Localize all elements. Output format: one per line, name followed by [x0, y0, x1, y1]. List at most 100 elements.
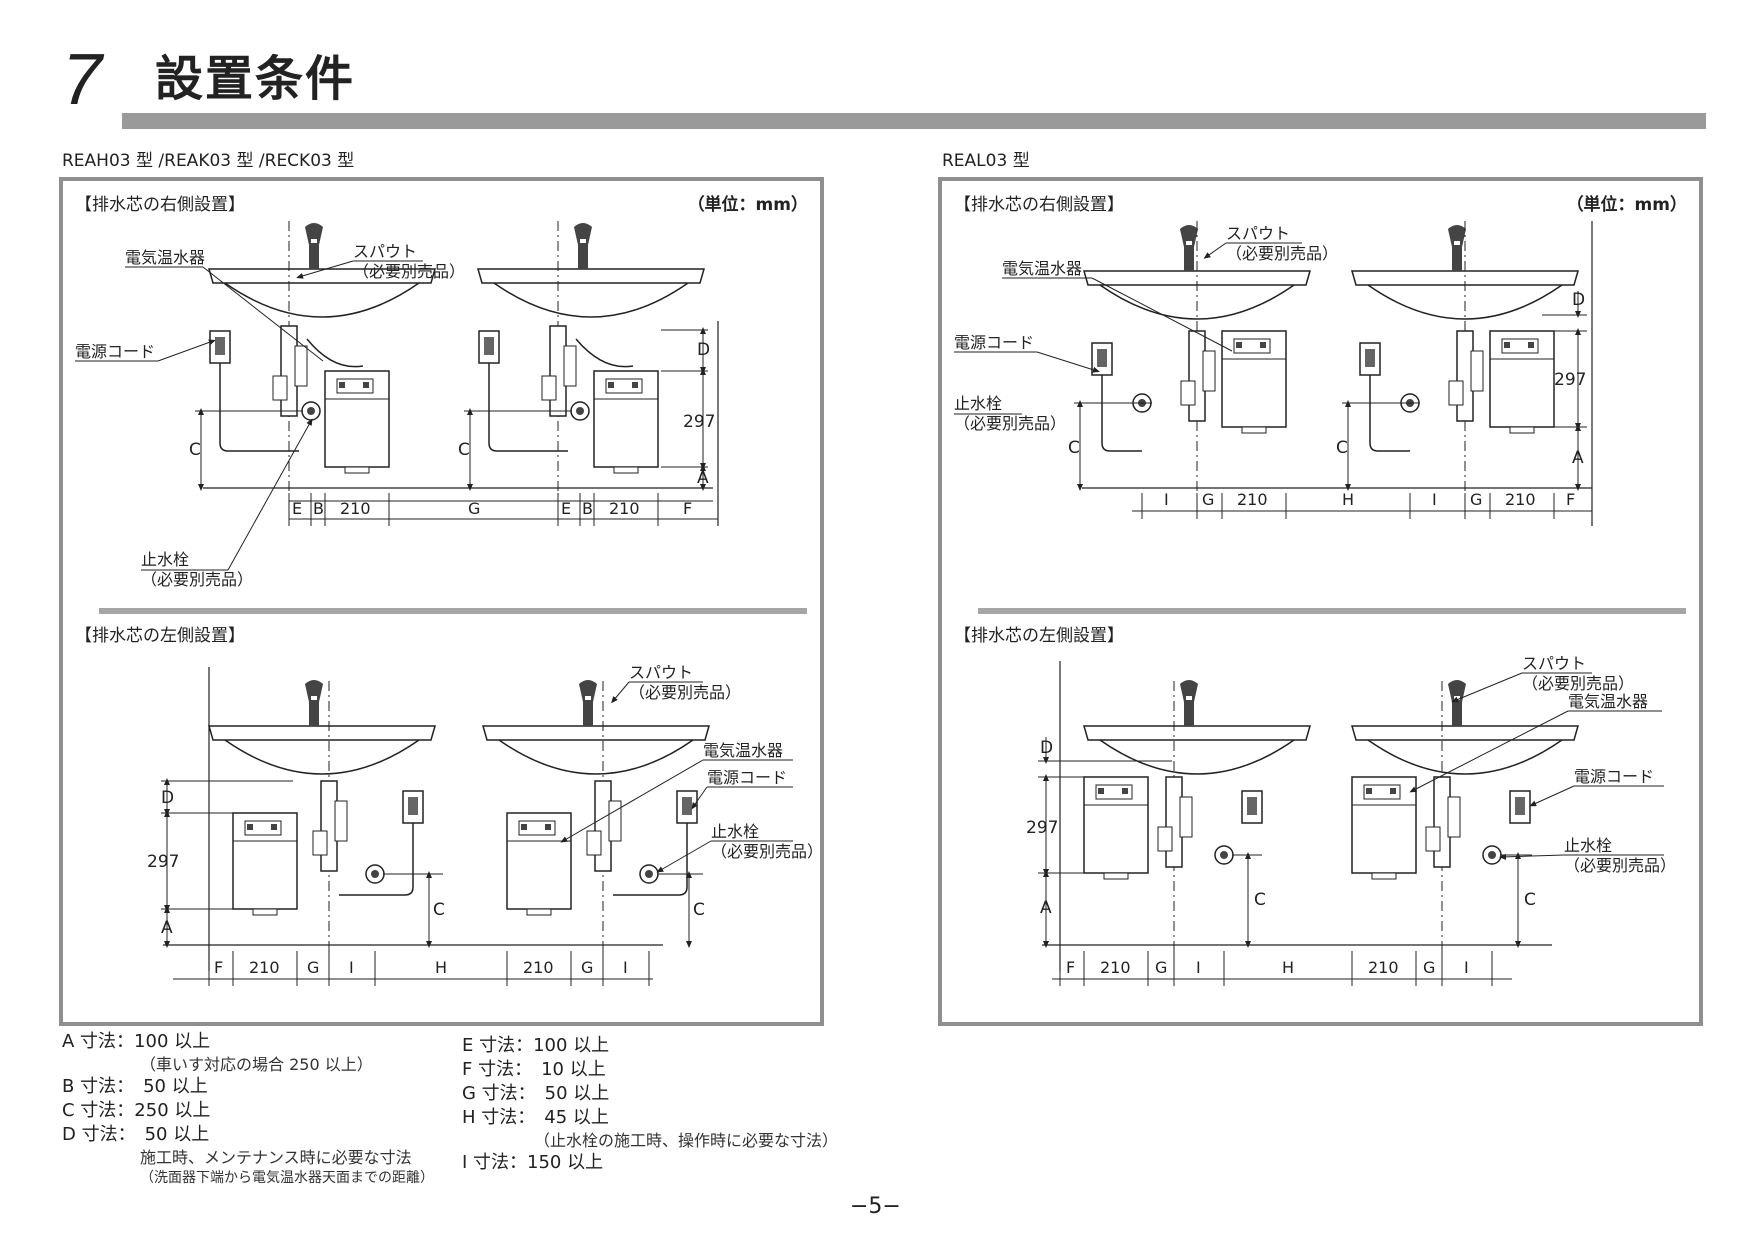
dim-label-D: D: [161, 788, 174, 808]
spec-row-I: I 寸法：150 以上: [462, 1152, 604, 1173]
dim-label-G: G: [1155, 958, 1167, 977]
dim-label-I: I: [1432, 490, 1437, 509]
dim-label-210: 210: [1505, 490, 1536, 509]
callout-stop-valve: 止水栓: [1564, 836, 1612, 855]
dim-label-I: I: [1196, 958, 1201, 977]
dim-label-210: 210: [249, 958, 280, 977]
dim-label-210: 210: [340, 499, 371, 518]
dim-label-C: C: [189, 440, 201, 460]
callout-spout: スパウト: [629, 663, 693, 682]
dim-label-210: 210: [523, 958, 554, 977]
dim-label-F: F: [214, 958, 223, 977]
callout-power-cord: 電源コード: [954, 333, 1034, 352]
dim-label-297: 297: [1554, 370, 1586, 390]
spec-note-D1: 施工時、メンテナンス時に必要な寸法: [140, 1148, 412, 1167]
callout-spout-note: （必要別売品）: [1522, 674, 1634, 693]
spec-note-A: （車いす対応の場合 250 以上）: [140, 1055, 373, 1074]
callout-spout: スパウト: [1522, 654, 1586, 673]
dim-label-C: C: [458, 440, 470, 460]
dim-label-210: 210: [1237, 490, 1268, 509]
dim-label-I: I: [623, 958, 628, 977]
dim-label-A: A: [161, 918, 173, 938]
dim-label-A: A: [1040, 898, 1052, 918]
install-diagram-right: D 297 A C C I G 210 H I G 210 F スパウト （必要…: [954, 221, 1676, 986]
dim-label-A: A: [1572, 448, 1584, 468]
section-title-left-side: 【排水芯の左側設置】: [954, 626, 1124, 646]
diagram-panel-right: 【排水芯の右側設置】 （単位：mm） 【排水芯の左側設置】: [938, 177, 1703, 1026]
callout-stop-valve: 止水栓: [711, 822, 759, 841]
dim-label-D: D: [697, 340, 710, 360]
chapter-title: 設置条件: [155, 51, 356, 107]
spec-list-1: A 寸法：100 以上 （車いす対応の場合 250 以上） B 寸法： 50 以…: [62, 1030, 434, 1189]
spec-row-A: A 寸法：100 以上: [62, 1031, 211, 1052]
dim-label-G: G: [581, 958, 593, 977]
dim-label-C: C: [1068, 438, 1080, 458]
callout-spout-note: （必要別売品）: [353, 262, 465, 281]
dim-label-I: I: [349, 958, 354, 977]
dim-label-D: D: [1572, 290, 1585, 310]
spec-row-E: E 寸法：100 以上: [462, 1035, 610, 1056]
dim-label-210: 210: [609, 499, 640, 518]
spec-note-H: （止水栓の施工時、操作時に必要な寸法）: [534, 1131, 839, 1150]
callout-spout-note: （必要別売品）: [629, 683, 741, 702]
dim-label-B: B: [582, 499, 593, 518]
callout-stop-valve-note: （必要別売品）: [141, 570, 253, 589]
callout-stop-valve-note: （必要別売品）: [711, 842, 820, 861]
section-title-left-side: 【排水芯の左側設置】: [75, 626, 245, 646]
callout-stop-valve: 止水栓: [954, 394, 1002, 413]
chapter-number: 7: [62, 40, 103, 120]
dim-label-C: C: [1524, 890, 1536, 910]
model-label-right: REAL03 型: [942, 151, 1030, 171]
callout-stop-valve: 止水栓: [141, 550, 189, 569]
dim-label-G: G: [307, 958, 319, 977]
section-divider: [99, 608, 807, 614]
install-diagram-left: D 297 A C C E B 210 G E B 210 F 電気温水器 スパ…: [75, 221, 820, 986]
callout-stop-valve-note: （必要別売品）: [954, 414, 1066, 433]
section-title-right-side: 【排水芯の右側設置】: [954, 195, 1124, 215]
dim-label-297: 297: [147, 852, 179, 872]
chapter-underline: [122, 113, 1706, 129]
spec-row-H: H 寸法： 45 以上: [462, 1107, 609, 1128]
unit-label: （単位：mm）: [687, 195, 808, 215]
dim-label-D: D: [1040, 738, 1053, 758]
dim-label-B: B: [313, 499, 324, 518]
dim-label-C: C: [1254, 890, 1266, 910]
dim-label-G: G: [1423, 958, 1435, 977]
section-divider: [978, 608, 1686, 614]
dim-label-C: C: [693, 900, 705, 920]
dim-label-E: E: [292, 499, 302, 518]
dim-label-210: 210: [1100, 958, 1131, 977]
page-number: −5−: [850, 1194, 901, 1219]
spec-row-F: F 寸法： 10 以上: [462, 1059, 606, 1080]
dim-label-297: 297: [683, 412, 715, 432]
callout-stop-valve-note: （必要別売品）: [1564, 856, 1676, 875]
callout-power-cord: 電源コード: [707, 768, 787, 787]
unit-label: （単位：mm）: [1566, 195, 1687, 215]
dim-label-C: C: [433, 900, 445, 920]
diagram-panel-left: 【排水芯の右側設置】 （単位：mm） 【排水芯の左側設置】: [59, 177, 824, 1026]
dim-label-F: F: [1066, 958, 1075, 977]
dim-label-H: H: [435, 958, 447, 977]
dim-label-H: H: [1282, 958, 1294, 977]
callout-power-cord: 電源コード: [1574, 767, 1654, 786]
dim-label-297: 297: [1026, 818, 1058, 838]
dim-label-E: E: [561, 499, 571, 518]
model-label-left: REAH03 型 /REAK03 型 /RECK03 型: [62, 151, 355, 171]
dim-label-G: G: [1470, 490, 1482, 509]
spec-note-D2: （洗面器下端から電気温水器天面までの距離）: [140, 1170, 434, 1186]
dim-label-G: G: [468, 499, 480, 518]
callout-spout: スパウト: [1226, 224, 1290, 243]
dim-label-I: I: [1164, 490, 1169, 509]
dim-label-F: F: [683, 499, 692, 518]
dim-label-C: C: [1336, 438, 1348, 458]
spec-row-B: B 寸法： 50 以上: [62, 1076, 208, 1097]
callout-heater: 電気温水器: [1002, 259, 1082, 278]
dim-label-H: H: [1342, 490, 1354, 509]
callout-heater: 電気温水器: [1568, 692, 1648, 711]
callout-spout-note: （必要別売品）: [1226, 244, 1338, 263]
spec-row-G: G 寸法： 50 以上: [462, 1083, 610, 1104]
callout-power-cord: 電源コード: [75, 342, 155, 361]
spec-row-D: D 寸法： 50 以上: [62, 1124, 210, 1145]
spec-row-C: C 寸法：250 以上: [62, 1100, 211, 1121]
dim-label-F: F: [1566, 490, 1575, 509]
